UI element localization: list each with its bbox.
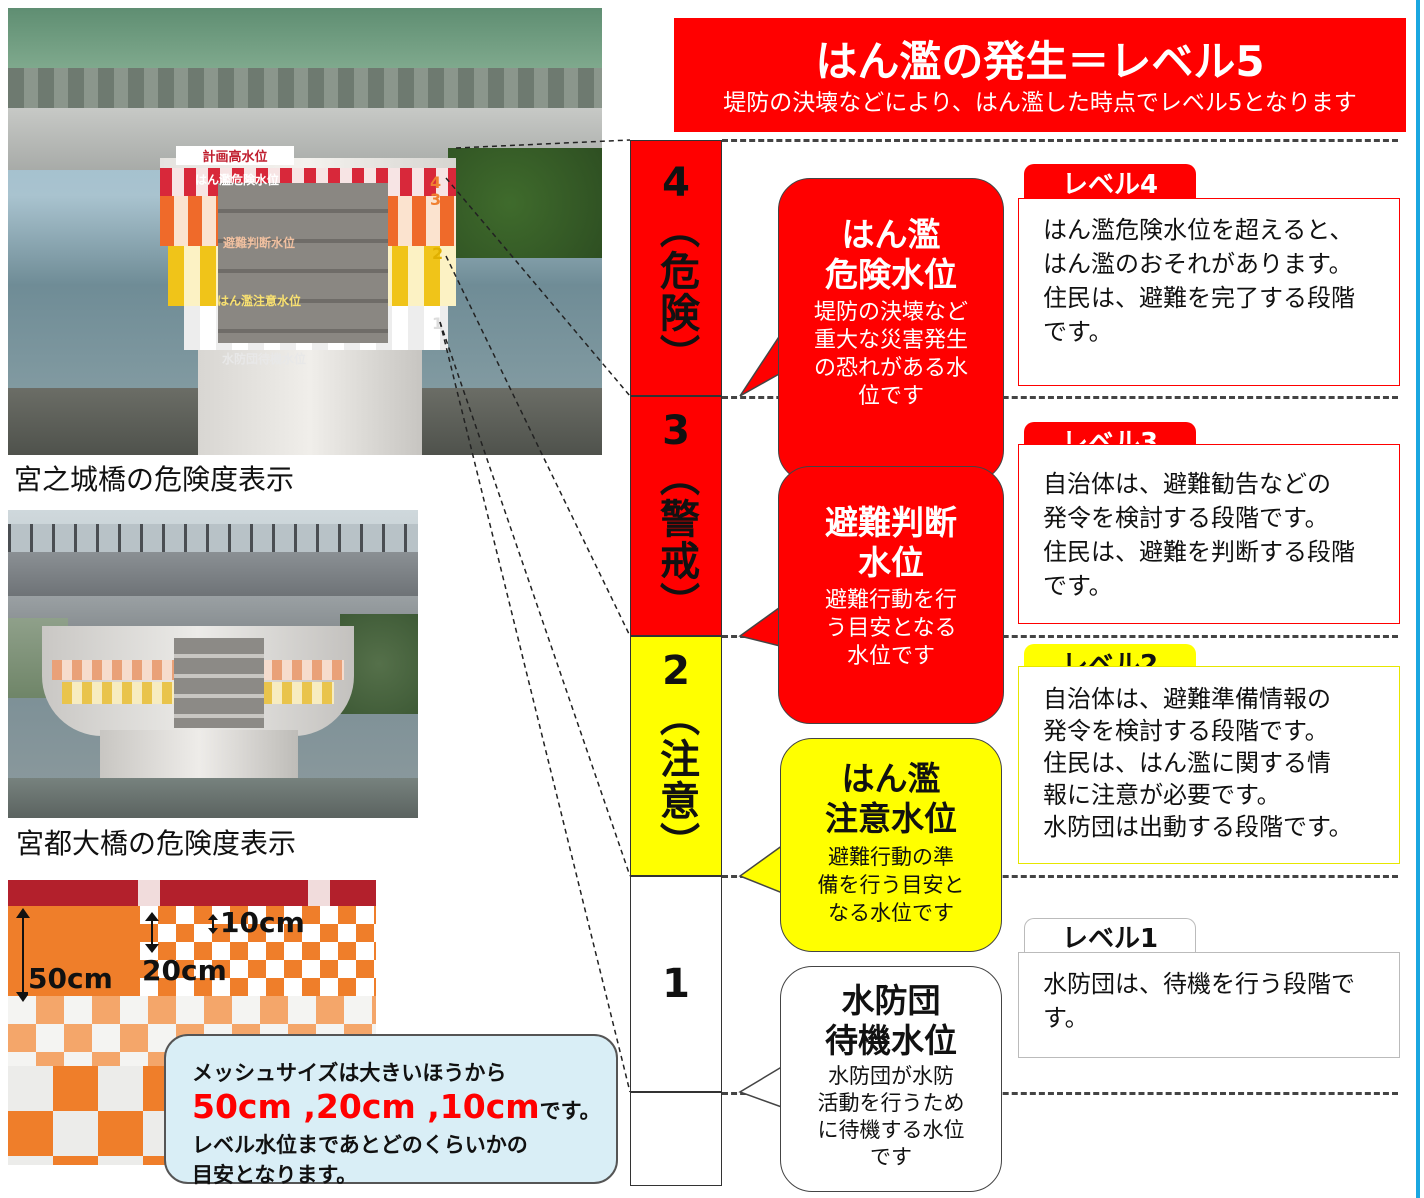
pier-label-judge: 避難判断水位 [222, 236, 295, 250]
bubble-caution-title2: 注意水位 [825, 799, 957, 838]
bubble-judge-desc: 避難行動を行 う目安となる 水位です [824, 588, 957, 669]
mesh-label-50cm: 50cm [28, 962, 113, 995]
mesh-note: メッシュサイズは大きいほうから 50cm ,20cm ,10cmです。 レベル水… [164, 1034, 618, 1187]
pier-label-caution: はん濫注意水位 [216, 294, 301, 308]
bubble-caution-desc: 避難行動の準 備を行う目安と なる水位です [817, 845, 965, 925]
pier-label-danger: はん濫危険水位 [194, 173, 279, 187]
bubble-caution-level: はん濫 注意水位 避難行動の準 備を行う目安と なる水位です [780, 738, 1002, 952]
bubble-standby-title1: 水防団 [841, 981, 941, 1020]
column-level-4: 4（危険） [630, 140, 722, 396]
level1-box: 水防団は、待機を行う段階で す。 [1018, 952, 1400, 1058]
column-level-1: 1 [630, 876, 722, 1092]
bubble-judge-title2: 水位 [858, 543, 924, 582]
mesh-note-line1: メッシュサイズは大きいほうから [192, 1061, 507, 1085]
mesh-label-20cm: 20cm [142, 954, 227, 987]
mesh-label-10cm: 10cm [220, 906, 305, 939]
right-edge-accent [1416, 0, 1420, 1198]
mesh-note-line2: 50cm ,20cm ,10cmです。 [192, 1088, 616, 1130]
bubble-danger-level: はん濫 危険水位 堤防の決壊など 重大な災害発生 の恐れがある水 位です [778, 178, 1004, 482]
pier-label-standby: 水防団待機水位 [221, 352, 306, 366]
bubble-judge-title1: 避難判断 [825, 503, 957, 542]
bridge-photo-miyanojo: 計画高水位 はん濫危険水位 避難判断水位 はん濫注意水位 水防団待機水位 4 3… [8, 8, 602, 455]
level-line-2 [722, 635, 1398, 638]
mesh-note-sizes: 50cm ,20cm ,10cm [192, 1087, 540, 1126]
level5-banner: はん濫の発生＝レベル5 堤防の決壊などにより、はん濫した時点でレベル5となります [674, 18, 1406, 132]
pier-number-2: 2 [432, 244, 444, 263]
pier-label-planned: 計画高水位 [176, 146, 294, 165]
level3-box: 自治体は、避難勧告などの 発令を検討する段階です。 住民は、避難を判断する段階 … [1018, 444, 1400, 624]
level4-tab: レベル4 [1024, 164, 1196, 200]
mesh-note-line3: レベル水位まであとどのくらいかの [192, 1133, 528, 1157]
level-line-1 [722, 875, 1398, 878]
bubble-standby-desc: 水防団が水防 活動を行うため に待機する水位 です [817, 1064, 965, 1169]
bubble-standby-level: 水防団 待機水位 水防団が水防 活動を行うため に待機する水位 です [780, 966, 1002, 1192]
bubble-danger-title1: はん濫 [841, 215, 941, 254]
bubble-standby-title2: 待機水位 [825, 1021, 957, 1060]
bubble-caution-title1: はん濫 [841, 759, 941, 798]
level4-box: はん濫危険水位を超えると、 はん濫のおそれがあります。 住民は、避難を完了する段… [1018, 198, 1400, 386]
level-line-0 [722, 1092, 1398, 1095]
bubble-judge-level: 避難判断 水位 避難行動を行 う目安となる 水位です [778, 466, 1004, 724]
column-label-1: 1 [662, 961, 690, 1007]
column-label-2: 2（注意） [653, 648, 699, 864]
bridge-photo-miyato [8, 510, 418, 818]
pier-number-4: 4 [430, 173, 442, 192]
level2-box: 自治体は、避難準備情報の 発令を検討する段階です。 住民は、はん濫に関する情 報… [1018, 666, 1400, 864]
pier-number-1: 1 [432, 314, 444, 333]
mesh-note-suffix: です。 [539, 1099, 601, 1123]
banner-title: はん濫の発生＝レベル5 [815, 37, 1265, 86]
banner-subtitle: 堤防の決壊などにより、はん濫した時点でレベル5となります [723, 90, 1357, 116]
column-label-3: 3（警戒） [653, 408, 699, 624]
level-line-4 [722, 139, 1398, 142]
mesh-note-line4: 目安となります。 [192, 1163, 358, 1187]
caption-miyanojo: 宮之城橋の危険度表示 [14, 463, 295, 496]
bubble-danger-title2: 危険水位 [825, 255, 957, 294]
caption-miyato: 宮都大橋の危険度表示 [16, 827, 297, 860]
level1-tab: レベル1 [1024, 918, 1196, 954]
column-level-2: 2（注意） [630, 636, 722, 876]
bubble-danger-desc: 堤防の決壊など 重大な災害発生 の恐れがある水 位です [813, 300, 968, 409]
column-label-4: 4（危険） [653, 160, 699, 376]
level-line-3 [722, 396, 1398, 399]
column-level-0 [630, 1092, 722, 1186]
pier-number-3: 3 [430, 190, 442, 209]
column-level-3: 3（警戒） [630, 396, 722, 636]
